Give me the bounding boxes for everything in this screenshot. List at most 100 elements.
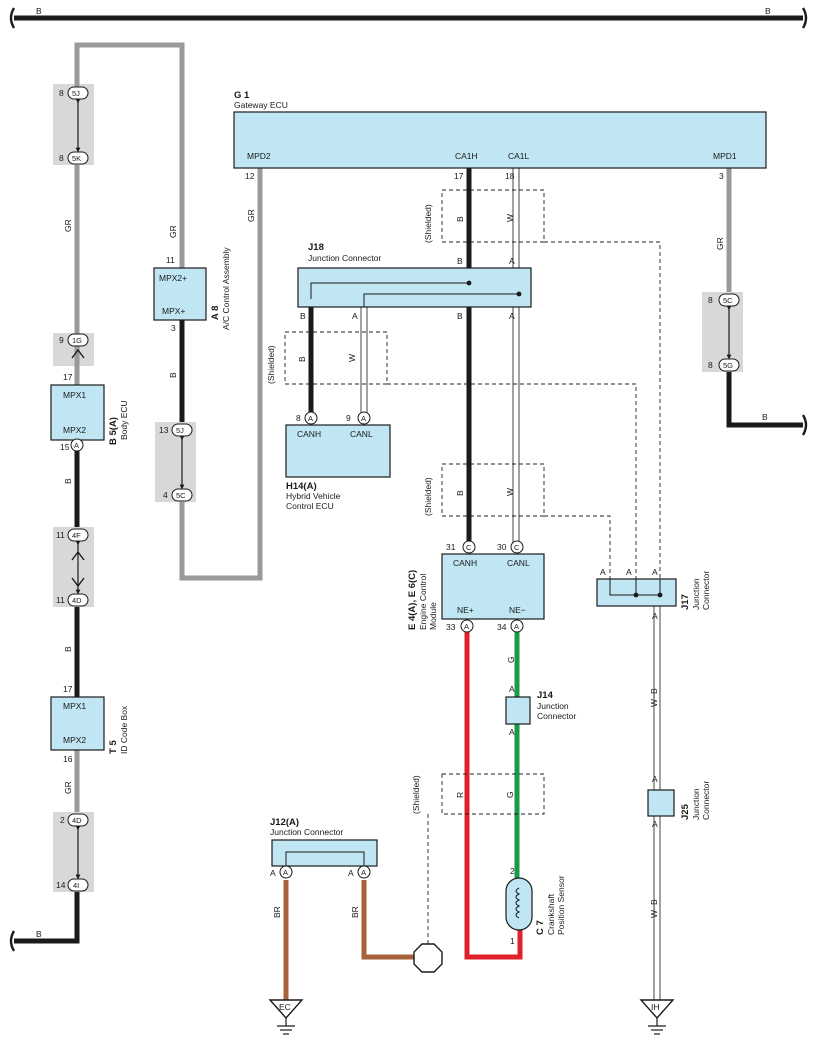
j14-name2: Connector <box>537 711 576 721</box>
j18-junction-connector: J18 Junction Connector B A B A B A <box>297 242 532 321</box>
pin-j12-left-letter: A <box>283 868 288 877</box>
gateway-ref: G 1 <box>234 90 250 101</box>
j17-a3: A <box>652 567 658 577</box>
body-pin-mpx2: MPX2 <box>63 425 86 435</box>
ac-pin-mpx2p: MPX2+ <box>159 273 187 283</box>
conn-5k-label: 5K <box>72 154 81 163</box>
wire-g-lower: G <box>505 791 515 798</box>
ecm-pin-nem: NE− <box>509 605 526 615</box>
shield-crank <box>441 773 545 815</box>
j18-ref: J18 <box>308 242 324 253</box>
conn-5c-ac-label: 5C <box>176 491 186 500</box>
black-wires <box>14 168 803 944</box>
j25-name1: Junction <box>691 788 701 820</box>
conn-5j-top-label: 5J <box>72 89 80 98</box>
j17-ref: J17 <box>680 594 691 610</box>
ecm-name2: Module <box>428 602 438 630</box>
shield-gateway <box>441 189 545 243</box>
conn-4f-pin: 11 <box>56 530 65 540</box>
ground-ec-label: EC <box>279 1002 291 1012</box>
pin-ecm-34-letter: A <box>514 622 519 631</box>
crank-num-2: 2 <box>510 866 515 876</box>
ac-pin-mpxp: MPX+ <box>162 306 185 316</box>
crank-ref: C 7 <box>535 920 546 935</box>
j17-a1: A <box>600 567 606 577</box>
j17-junction-connector: A A A A J17 Junction Connector <box>596 567 711 621</box>
pin-body-15-letter: A <box>74 441 79 450</box>
j12-junction-connector: J12(A) Junction Connector A A <box>270 817 378 878</box>
conn-4i-label: 4I <box>73 881 79 890</box>
hv-num-9: 9 <box>346 413 351 423</box>
conn-5c-ac: 5C 4 <box>163 488 193 502</box>
wire-b-ecm: B <box>455 490 465 496</box>
conn-4d-bot-label: 4D <box>72 816 82 825</box>
idbox-pin-mpx1: MPX1 <box>63 701 86 711</box>
conn-4f-label: 4F <box>72 531 81 540</box>
pin-hv-8: A <box>304 411 318 425</box>
gateway-num-3: 3 <box>719 171 724 181</box>
wire-gr-mpd1: GR <box>715 237 725 250</box>
ac-num-11: 11 <box>166 255 175 265</box>
j17-name2: Connector <box>701 571 711 610</box>
j12-a-left: A <box>270 868 276 878</box>
pin-hv-9-letter: A <box>361 414 366 423</box>
red-wire <box>464 632 523 960</box>
pin-j12-left: A <box>279 865 293 879</box>
j14-a-top: A <box>509 684 515 694</box>
conn-4d-mid: 4D 11 <box>56 593 89 607</box>
wire-br-right: BR <box>350 906 360 918</box>
idbox-ref: T 5 <box>108 740 119 754</box>
wire-br-left: BR <box>272 906 282 918</box>
wire-wb-upper: W−B <box>649 688 659 707</box>
conn-5c-ac-pin: 4 <box>163 490 168 500</box>
bus-left-label: B <box>36 6 42 16</box>
j18-bot-b1: B <box>300 311 306 321</box>
ecm-num-33: 33 <box>446 622 456 632</box>
conn-5j-ac: 5J 13 <box>159 423 193 437</box>
wire-b-bottom-left: B <box>36 929 42 939</box>
conn-1g-pin: 9 <box>59 335 64 345</box>
hv-num-8: 8 <box>296 413 301 423</box>
ecm-ref: E 4(A), E 6(C) <box>407 570 418 630</box>
j18-bot-b2: B <box>457 311 463 321</box>
pin-hv-9: A <box>357 411 371 425</box>
j17-a2: A <box>626 567 632 577</box>
j18-bot-a2: A <box>509 311 515 321</box>
j25-name2: Connector <box>701 781 711 820</box>
body-ref: B 5(A) <box>108 417 119 445</box>
conn-5g-label: 5G <box>723 361 733 370</box>
gateway-pin-mpd2: MPD2 <box>247 151 271 161</box>
ac-ref: A 8 <box>210 306 221 320</box>
bus-right-label: B <box>765 6 771 16</box>
ecm-pin-nep: NE+ <box>457 605 474 615</box>
crank-name1: Crankshaft <box>546 893 556 935</box>
pin-hv-8-letter: A <box>308 414 313 423</box>
wire-b-ca1h: B <box>455 216 465 222</box>
wire-r: R <box>455 792 465 798</box>
hv-ref: H14(A) <box>286 481 317 492</box>
ecm-pin-canl: CANL <box>507 558 530 568</box>
j14-ref: J14 <box>537 690 554 701</box>
id-code-box: 17 MPX1 MPX2 16 T 5 ID Code Box <box>50 684 129 764</box>
conn-5j-ac-label: 5J <box>176 426 184 435</box>
ac-name: A/C Control Assembly <box>221 247 231 330</box>
gateway-num-17: 17 <box>454 171 464 181</box>
j18-bot-a1: A <box>352 311 358 321</box>
gateway-name: Gateway ECU <box>234 100 288 110</box>
pin-ecm-34: A <box>510 619 524 633</box>
pin-ecm-30: C <box>510 540 524 554</box>
body-name: Body ECU <box>119 400 129 440</box>
wire-gr-mpd2: GR <box>246 209 256 222</box>
wire-b-hv: B <box>297 356 307 362</box>
pin-ecm-33: A <box>460 619 474 633</box>
j12-name: Junction Connector <box>270 827 343 837</box>
wire-b-right: B <box>762 412 768 422</box>
pin-ecm-31-letter: C <box>466 543 472 552</box>
pin-ecm-30-letter: C <box>514 543 520 552</box>
ground-ih: IH <box>639 999 675 1035</box>
idbox-num-16: 16 <box>63 754 73 764</box>
gateway-pin-ca1l: CA1L <box>508 151 530 161</box>
ecm-pin-canh: CANH <box>453 558 477 568</box>
idbox-num-17: 17 <box>63 684 73 694</box>
